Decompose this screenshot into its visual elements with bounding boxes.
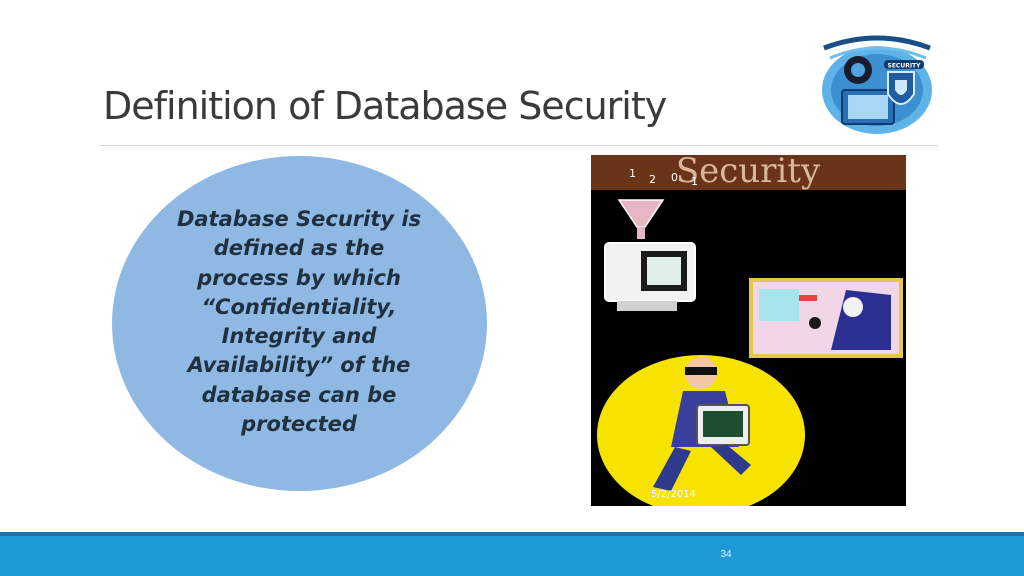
security-shield-logo-icon: SECURITY [822, 35, 932, 134]
logo-text: SECURITY [888, 63, 922, 70]
slide-title: Definition of Database Security [103, 84, 667, 128]
database-security-clipart-icon: Security 1 2 0 1 5/2/2014 [591, 155, 906, 506]
title-divider [100, 145, 938, 146]
page-number: 34 [720, 549, 732, 560]
digit-3: 0 [671, 171, 678, 184]
digit-1: 1 [629, 167, 636, 180]
clipart-banner-text: Security [676, 155, 821, 191]
footer-accent-line [0, 532, 1024, 536]
definition-text: Database Security is defined as the proc… [176, 207, 422, 437]
digit-2: 2 [649, 173, 656, 186]
digit-4: 1 [691, 175, 698, 188]
footer-bar [0, 536, 1024, 576]
definition-circle [112, 156, 487, 491]
clipart-date-stamp: 5/2/2014 [651, 489, 696, 500]
